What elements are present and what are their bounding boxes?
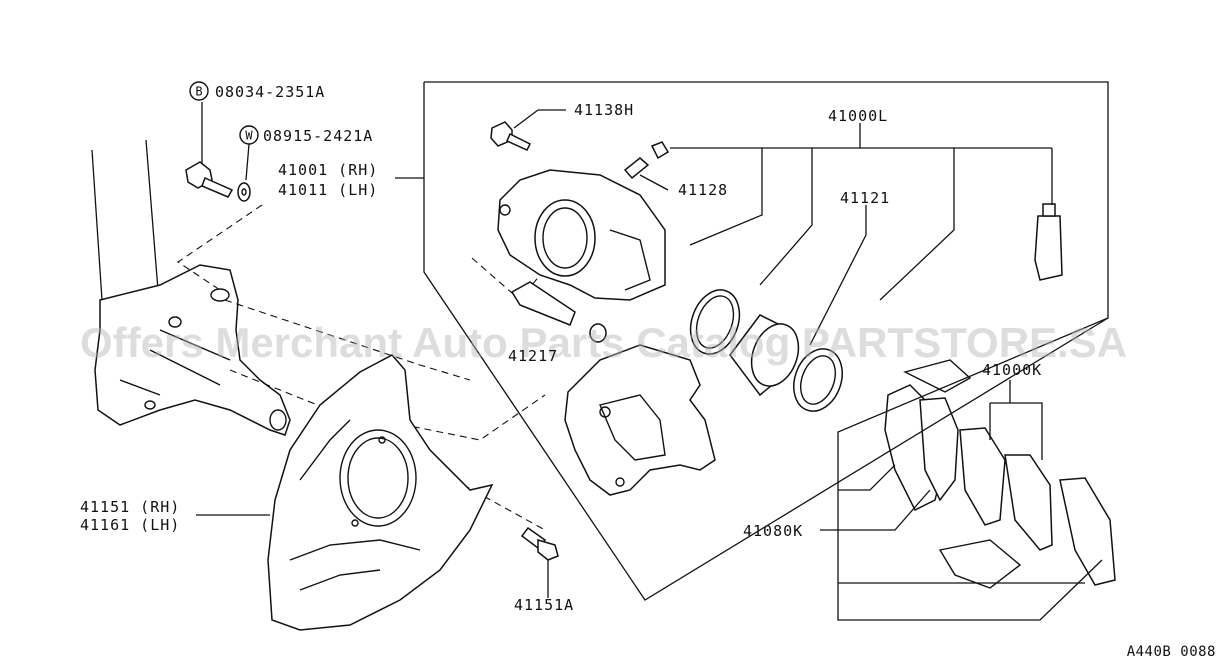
plate-bolt-drawing: [520, 526, 559, 561]
bolt-drawing: [185, 161, 234, 198]
part-label-pad-kit: 41000K: [982, 361, 1042, 379]
pad-kit-drawing: [884, 359, 1116, 589]
part-label-plate-rh: 41151 (RH): [80, 498, 180, 516]
piston-seal-drawing: [689, 289, 741, 355]
part-label-plate-bolt: 41151A: [514, 596, 574, 614]
group-lines: [196, 81, 1109, 621]
part-label-washer-w: 08915-2421A: [263, 127, 373, 145]
piston-drawing: [729, 314, 800, 397]
pin-bolt-drawing: [490, 121, 532, 151]
part-label-caliper-lh: 41011 (LH): [278, 181, 378, 199]
piston-boot-drawing: [793, 348, 843, 412]
guide-sleeve-drawing: [510, 281, 607, 343]
washer-drawing: [237, 182, 251, 202]
bolt-marker-b-text: B: [195, 85, 202, 99]
part-label-guide-sleeve: 41217: [508, 347, 558, 365]
drawing-code: A440B 0088: [1127, 644, 1216, 660]
bolt-marker-b: B: [189, 81, 209, 101]
part-label-pad-set: 41080K: [743, 522, 803, 540]
part-label-pin-bolt: 41138H: [574, 101, 634, 119]
bleeder-screw-drawing: [623, 141, 670, 180]
part-label-plate-lh: 41161 (LH): [80, 516, 180, 534]
part-label-piston-seal: 41121: [840, 189, 890, 207]
grease-tube-drawing: [1034, 203, 1063, 281]
part-label-caliper-kit: 41000L: [828, 107, 888, 125]
baffle-plate-drawing: [267, 354, 494, 631]
washer-marker-w-text: W: [245, 129, 253, 143]
caliper-bracket-drawing: [564, 344, 716, 496]
washer-marker-w: W: [239, 125, 259, 145]
steering-knuckle-drawing: [91, 139, 291, 436]
part-label-bolt-b: 08034-2351A: [215, 83, 325, 101]
part-label-caliper-rh: 41001 (RH): [278, 161, 378, 179]
caliper-body-drawing: [497, 169, 666, 301]
watermark: Offers Merchant Auto Parts Catalog PARTS…: [80, 319, 1127, 366]
part-label-bleeder: 41128: [678, 181, 728, 199]
